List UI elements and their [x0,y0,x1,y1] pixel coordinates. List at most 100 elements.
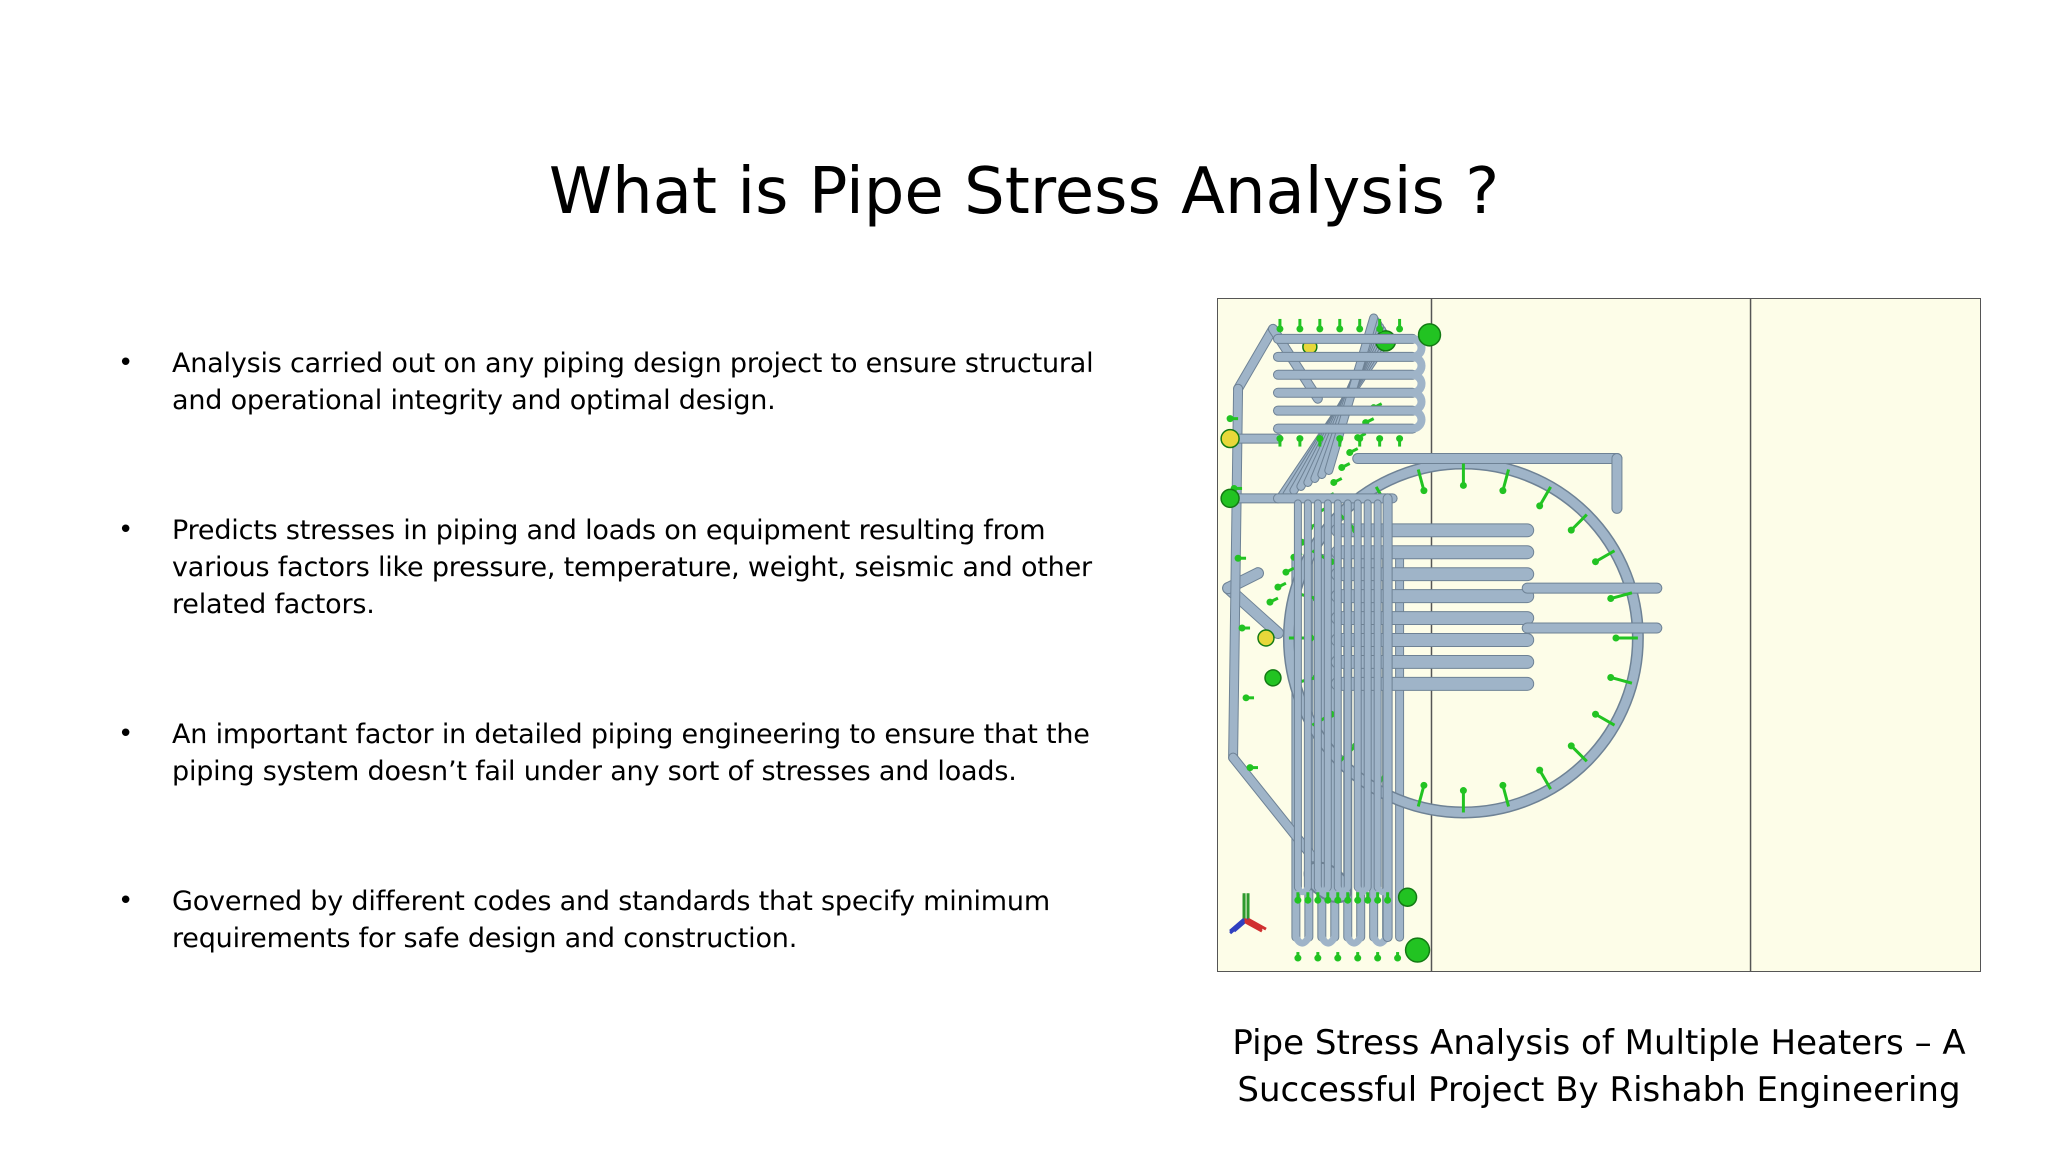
support-arrow-head [1607,595,1615,602]
heater-model-illustration [1220,299,1752,971]
support-arrow [1594,549,1616,564]
support-arrow-head [1316,325,1324,333]
pipe-segment [1234,324,1277,393]
support-arrow-head [1612,634,1620,642]
bullet-icon: • [118,719,134,749]
support-arrow-head [1607,673,1615,681]
flange [1257,629,1275,647]
support-arrow-head [1567,742,1575,750]
axis-x [1243,917,1263,931]
flange [1417,323,1442,347]
pipe-bend [1412,406,1426,433]
support-arrow-head [1282,568,1290,576]
slide-title: What is Pipe Stress Analysis ? [548,155,1500,229]
pipe-bend [1292,935,1312,947]
support-arrow-head [1384,896,1392,904]
support-arrow-head [1296,435,1304,443]
support-arrow-head [1324,896,1332,904]
bullet-icon: • [118,348,134,378]
flange [1264,669,1282,687]
caption-line: Pipe Stress Analysis of Multiple Heaters… [1232,1023,1966,1063]
support-arrow-head [1499,781,1507,789]
support-arrow-head [1376,325,1384,333]
bullet-text: Analysis carried out on any piping desig… [172,348,1094,416]
support-arrow-head [1276,325,1284,333]
support-arrow-head [1334,896,1342,904]
support-arrow-head [1459,787,1467,795]
flange [1220,428,1240,449]
support-arrow-head [1246,764,1254,772]
support-arrow-head [1394,954,1402,962]
heater-stress-model-figure [1217,298,1981,972]
support-arrow [1594,712,1616,727]
support-arrow-head [1314,896,1322,904]
bullet-list: • Analysis carried out on any piping des… [118,345,1128,1050]
support-arrow-head [1334,954,1342,962]
pipe-bend [1318,935,1338,947]
support-arrow [1501,469,1511,492]
support-arrow-head [1336,435,1344,443]
support-arrow [1610,591,1633,600]
support-arrow-head [1294,954,1302,962]
support-arrow-head [1346,449,1354,457]
support-arrow-head [1316,435,1324,443]
support-arrow-head [1396,325,1404,333]
support-arrow-head [1266,598,1274,606]
bullet-item: • Analysis carried out on any piping des… [118,345,1128,419]
caption-line: Successful Project By Rishabh Engineerin… [1237,1070,1961,1110]
pipe-segment [1229,384,1243,762]
support-arrow-head [1304,896,1312,904]
axis-x [1243,919,1263,933]
support-arrow-head [1356,435,1364,443]
support-arrow-head [1274,583,1282,591]
support-arrow-head [1294,896,1302,904]
flange [1404,937,1431,963]
bullet-item: • Predicts stresses in piping and loads … [118,512,1128,623]
pipe-bend [1295,885,1311,896]
support-arrow-head [1374,954,1382,962]
bullet-item: • An important factor in detailed piping… [118,716,1128,790]
figure-caption: Pipe Stress Analysis of Multiple Heaters… [1217,1020,1981,1114]
support-arrow-head [1336,325,1344,333]
support-arrow-head [1354,954,1362,962]
support-arrow [1416,784,1426,807]
support-arrow-head [1376,435,1384,443]
bullet-text: Governed by different codes and standard… [172,886,1050,954]
support-arrow-head [1242,694,1250,702]
support-arrow-head [1592,710,1600,718]
support-arrow-head [1276,435,1284,443]
support-arrow [1416,469,1426,492]
heater-panel-2 [1226,323,1663,935]
support-arrow-head [1536,766,1544,774]
axis-z [1229,920,1246,935]
support-arrow-head [1499,487,1507,495]
support-arrow-head [1338,464,1346,471]
pipe-bend [1355,885,1371,896]
bullet-item: • Governed by different codes and standa… [118,883,1128,957]
support-arrow-head [1420,487,1428,495]
heater-panel-3 [1220,318,1442,963]
axis-z [1229,918,1246,933]
support-arrow-head [1364,896,1372,904]
pipe-bend [1335,885,1351,896]
support-arrow-head [1354,896,1362,904]
axis-x [1247,917,1267,931]
support-arrow [1570,513,1588,532]
support-arrow-head [1344,896,1352,904]
support-arrow-head [1374,896,1382,904]
bullet-icon: • [118,886,134,916]
pipe-bend [1374,885,1391,896]
pipe-bend [1344,935,1364,947]
support-arrow-head [1238,624,1246,632]
flange [1220,488,1240,509]
flange [1397,887,1418,907]
support-arrow-head [1356,325,1364,333]
support-arrow-head [1567,526,1575,534]
bullet-text: An important factor in detailed piping e… [172,719,1090,787]
support-arrow [1538,769,1552,790]
support-arrow-head [1536,502,1544,510]
bullet-icon: • [118,515,134,545]
support-arrow-head [1296,325,1304,333]
support-arrow [1538,486,1552,507]
